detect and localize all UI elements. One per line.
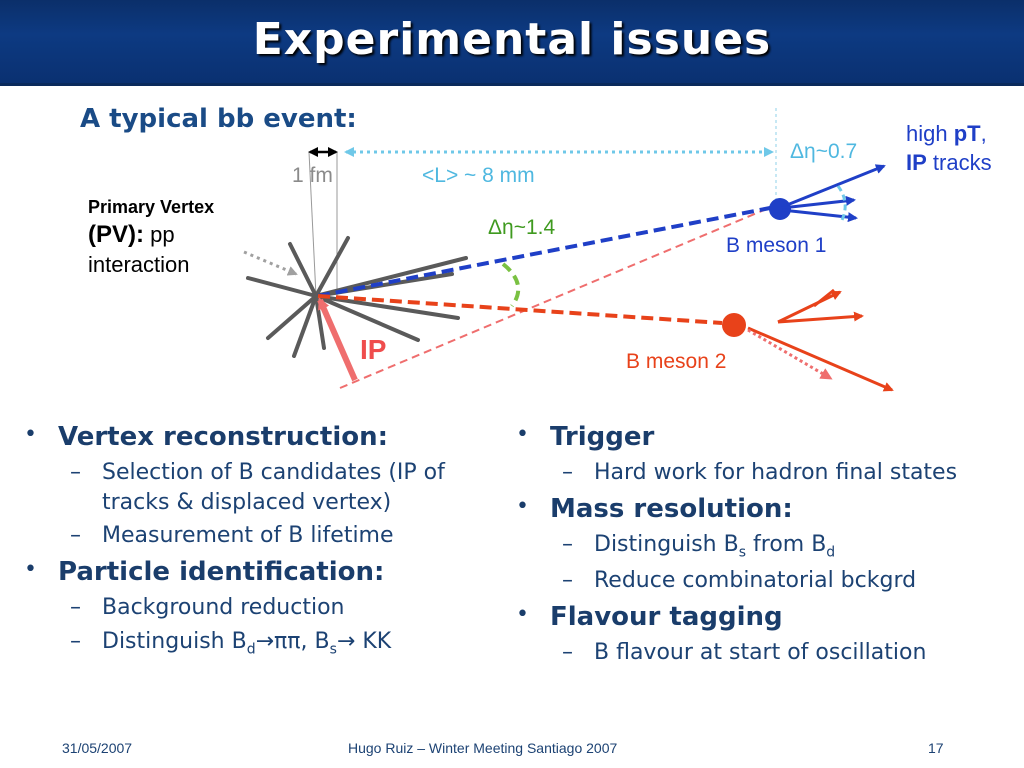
deta1-label: Δη~1.4 <box>488 216 556 239</box>
ip-extrapolation <box>339 204 777 389</box>
sub-combinatorial-bckgrd: Reduce combinatorial bckgrd <box>512 566 1022 596</box>
pv-label-line1: Primary Vertex <box>88 197 215 217</box>
title-bar: Experimental issues <box>0 0 1024 86</box>
b2-tracks <box>747 288 894 392</box>
sub-b-lifetime: Measurement of B lifetime <box>20 521 500 551</box>
title-rule <box>0 83 1024 86</box>
sub-background-reduction: Background reduction <box>20 593 500 623</box>
b1-tracks <box>781 164 886 223</box>
footer-center: Hugo Ruiz – Winter Meeting Santiago 2007 <box>348 740 618 756</box>
b-meson-2-label: B meson 2 <box>626 350 727 373</box>
sub-distinguish-bs-bd: Distinguish Bs from Bd <box>512 530 1022 562</box>
decay-length-label: <L> ~ 8 mm <box>422 164 535 187</box>
footer-date: 31/05/2007 <box>62 740 133 756</box>
sub-selection-b-candidates: Selection of B candidates (IP of tracks … <box>20 458 500 517</box>
deta2-label: Δη~0.7 <box>790 140 858 163</box>
sub-distinguish-bd-bs: Distinguish Bd→ππ, Bs→ KK <box>20 627 500 659</box>
guide-lines <box>308 108 777 297</box>
fm-label: 1 fm <box>292 164 333 187</box>
pv-label: Primary Vertex (PV): pp interaction <box>88 196 278 279</box>
b-meson-1-marker <box>769 198 791 220</box>
b2-flight-path <box>317 294 723 325</box>
b1-flight-path <box>317 206 771 298</box>
ip-tracks-bold: IP <box>906 149 927 175</box>
sub-b-flavour: B flavour at start of oscillation <box>512 638 1022 668</box>
high-pt-label: high pT, IP tracks <box>906 120 992 177</box>
bullet-particle-identification: Particle identification: <box>20 557 500 587</box>
pv-label-pp: pp <box>144 222 175 248</box>
slide-subtitle: A typical bb event: <box>80 104 357 134</box>
tracks-text: tracks <box>926 149 992 175</box>
pv-label-bold: (PV): <box>88 221 144 249</box>
bullet-trigger: Trigger <box>512 422 1022 452</box>
bullet-vertex-reconstruction: Vertex reconstruction: <box>20 422 500 452</box>
ip-arrow <box>317 297 358 382</box>
ip-label: IP <box>360 334 387 365</box>
pv-pointer-arrow <box>243 250 298 276</box>
deta2-arc <box>836 185 847 221</box>
pt-text: pT <box>953 121 981 146</box>
right-column: Trigger Hard work for hadron final state… <box>512 416 1022 667</box>
b-meson-1-label: B meson 1 <box>726 234 827 257</box>
event-diagram <box>243 108 894 392</box>
pv-label-line3: interaction <box>88 251 190 277</box>
slide-title: Experimental issues <box>252 14 772 65</box>
footer-page-number: 17 <box>928 740 944 756</box>
b-meson-2-marker <box>722 313 746 337</box>
left-column: Vertex reconstruction: Selection of B ca… <box>20 416 500 659</box>
deta1-arc <box>501 262 521 308</box>
comma-text: , <box>980 121 987 146</box>
high-pt-text: high <box>906 121 954 146</box>
bullet-flavour-tagging: Flavour tagging <box>512 602 1022 632</box>
b2-ip-track <box>747 328 833 380</box>
sub-hadron-final-states: Hard work for hadron final states <box>512 458 1022 488</box>
bullet-mass-resolution: Mass resolution: <box>512 494 1022 524</box>
